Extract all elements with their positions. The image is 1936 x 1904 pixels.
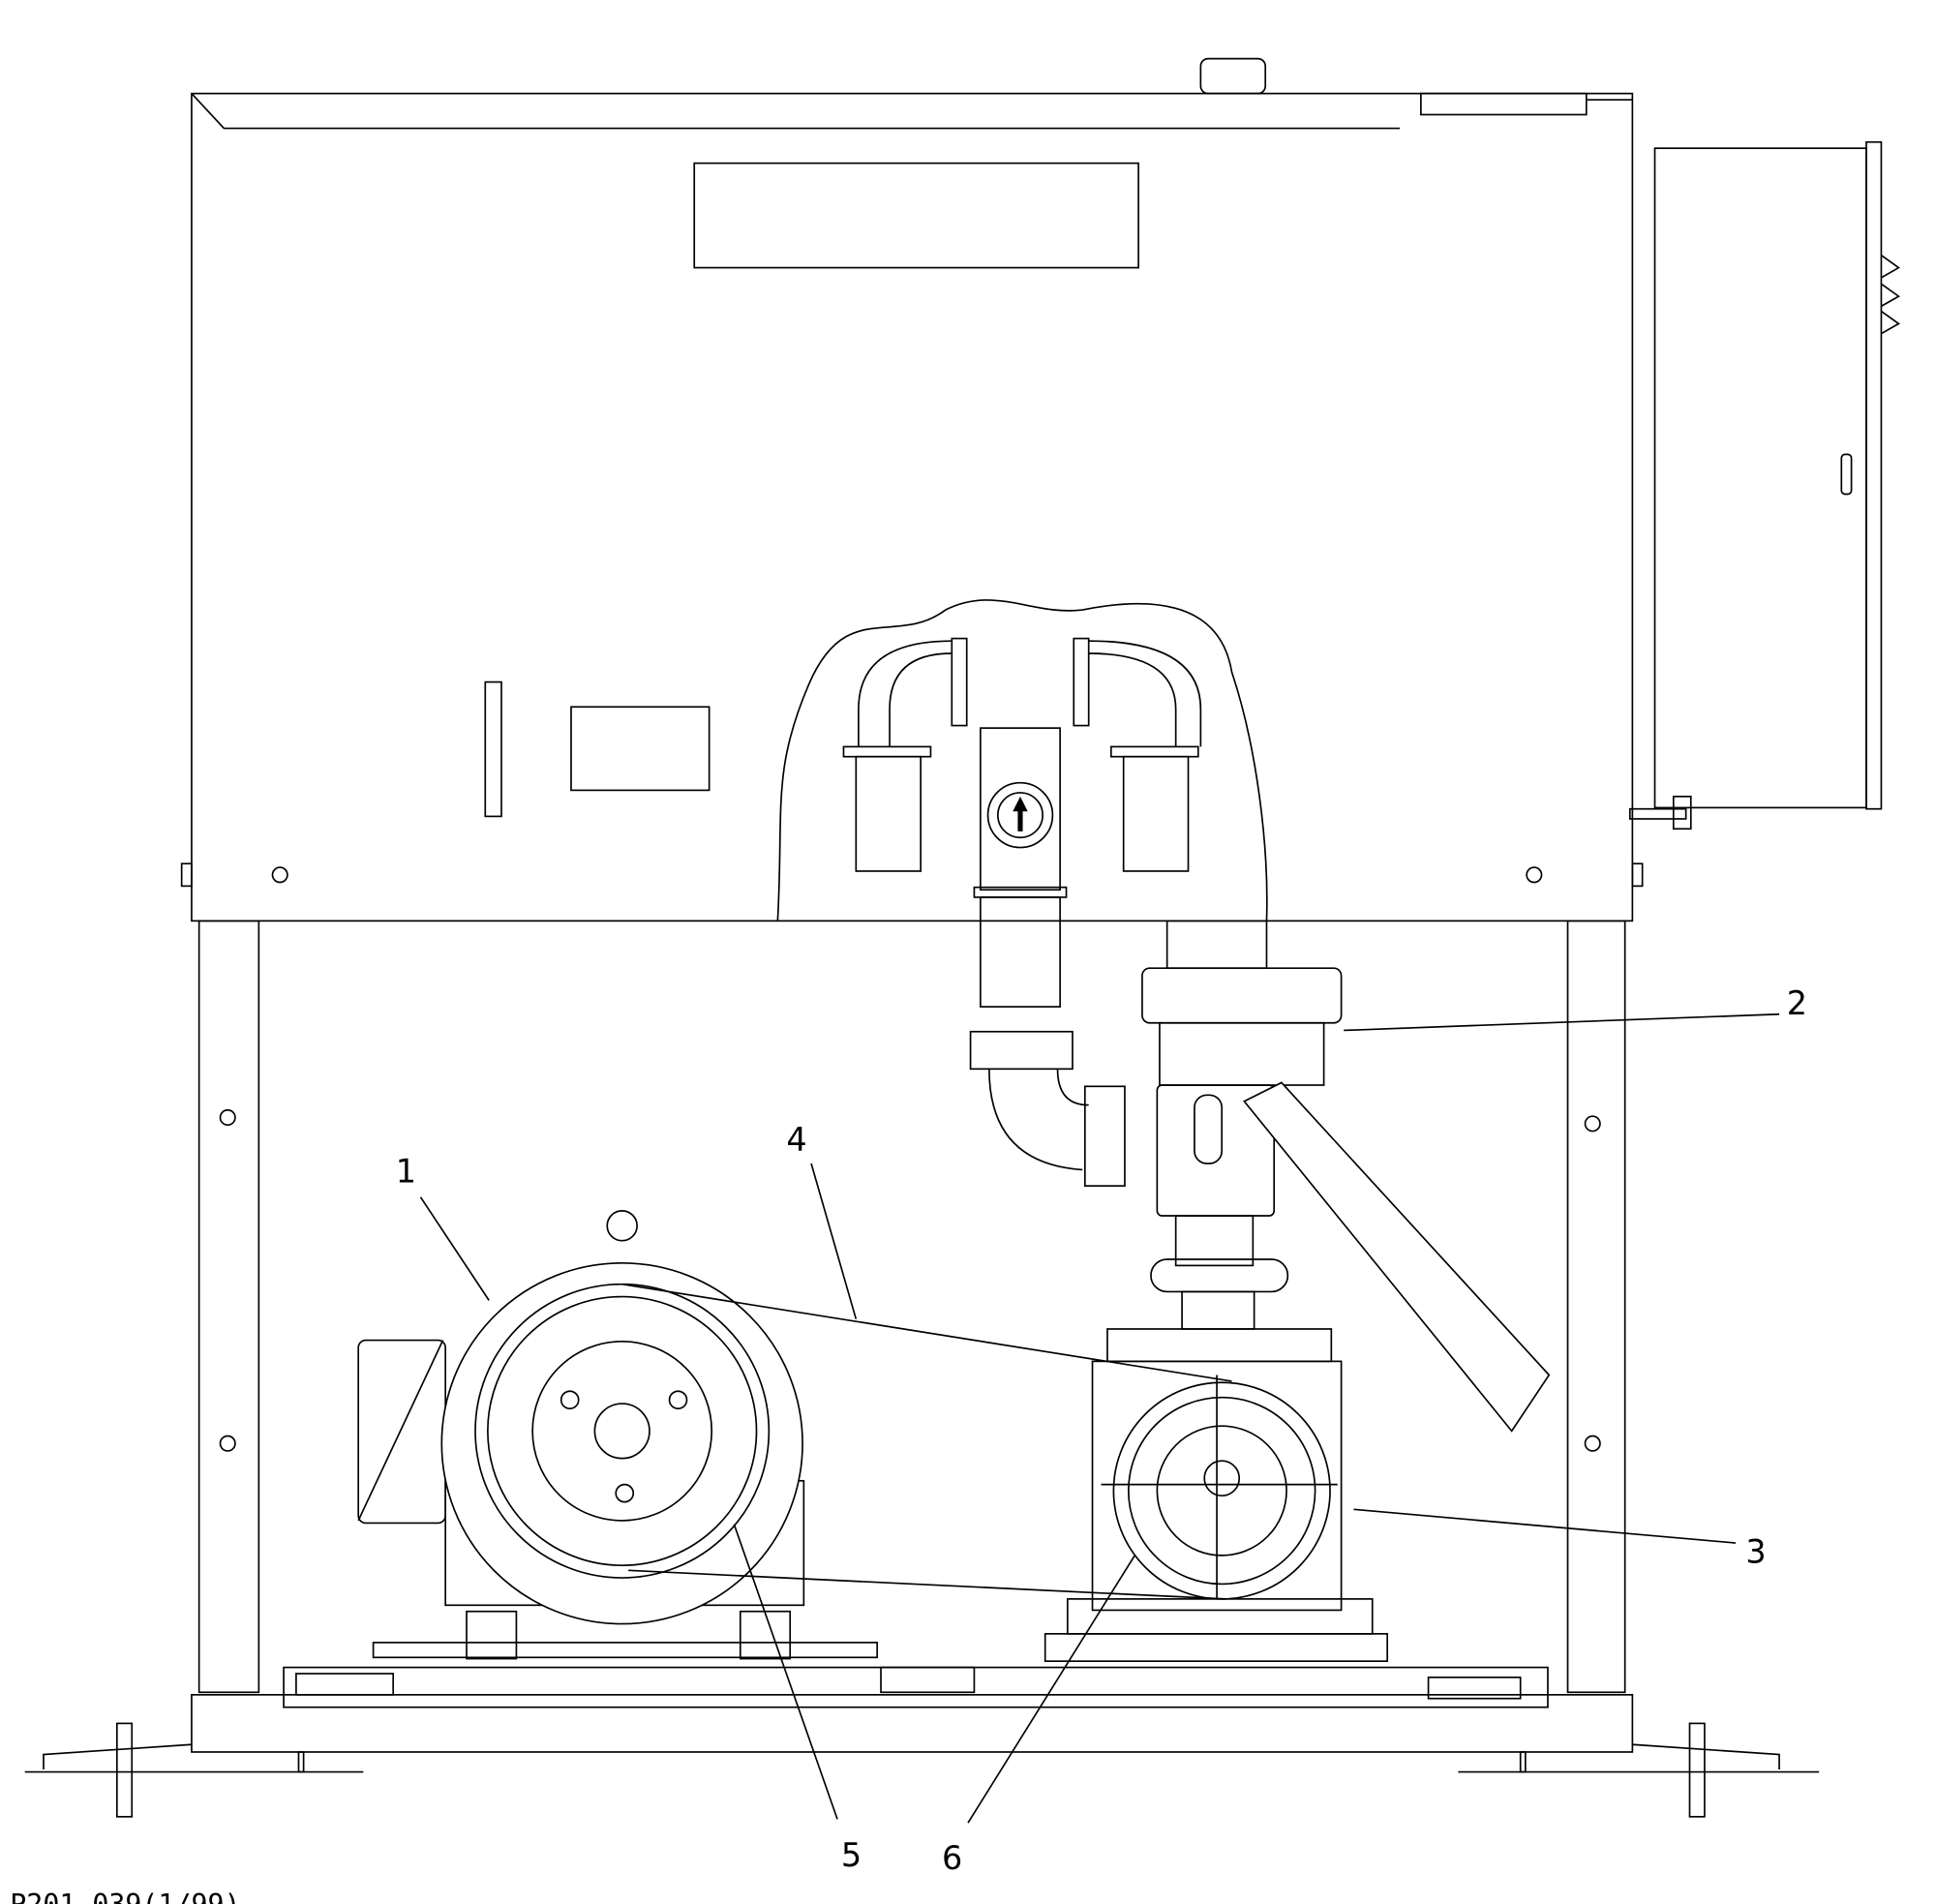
v-belt [621,1283,1232,1600]
motor [357,1210,879,1660]
leaders [419,1012,1780,1824]
sight-gauge [484,680,502,818]
control-box [1628,140,1900,831]
base-frame [24,920,1820,1818]
callout-2: 2 [1787,984,1807,1022]
label-plate [570,706,711,792]
callout-5: 5 [841,1836,862,1874]
reservoir-tank [180,57,1644,922]
callout-1: 1 [396,1152,416,1190]
callout-3: 3 [1745,1533,1766,1571]
nameplate [693,162,1139,269]
callout-6: 6 [942,1839,962,1877]
callout-4: 4 [786,1121,806,1159]
drawing-code: P201-039(1/99) [10,1889,240,1904]
pump-assembly [969,896,1551,1662]
